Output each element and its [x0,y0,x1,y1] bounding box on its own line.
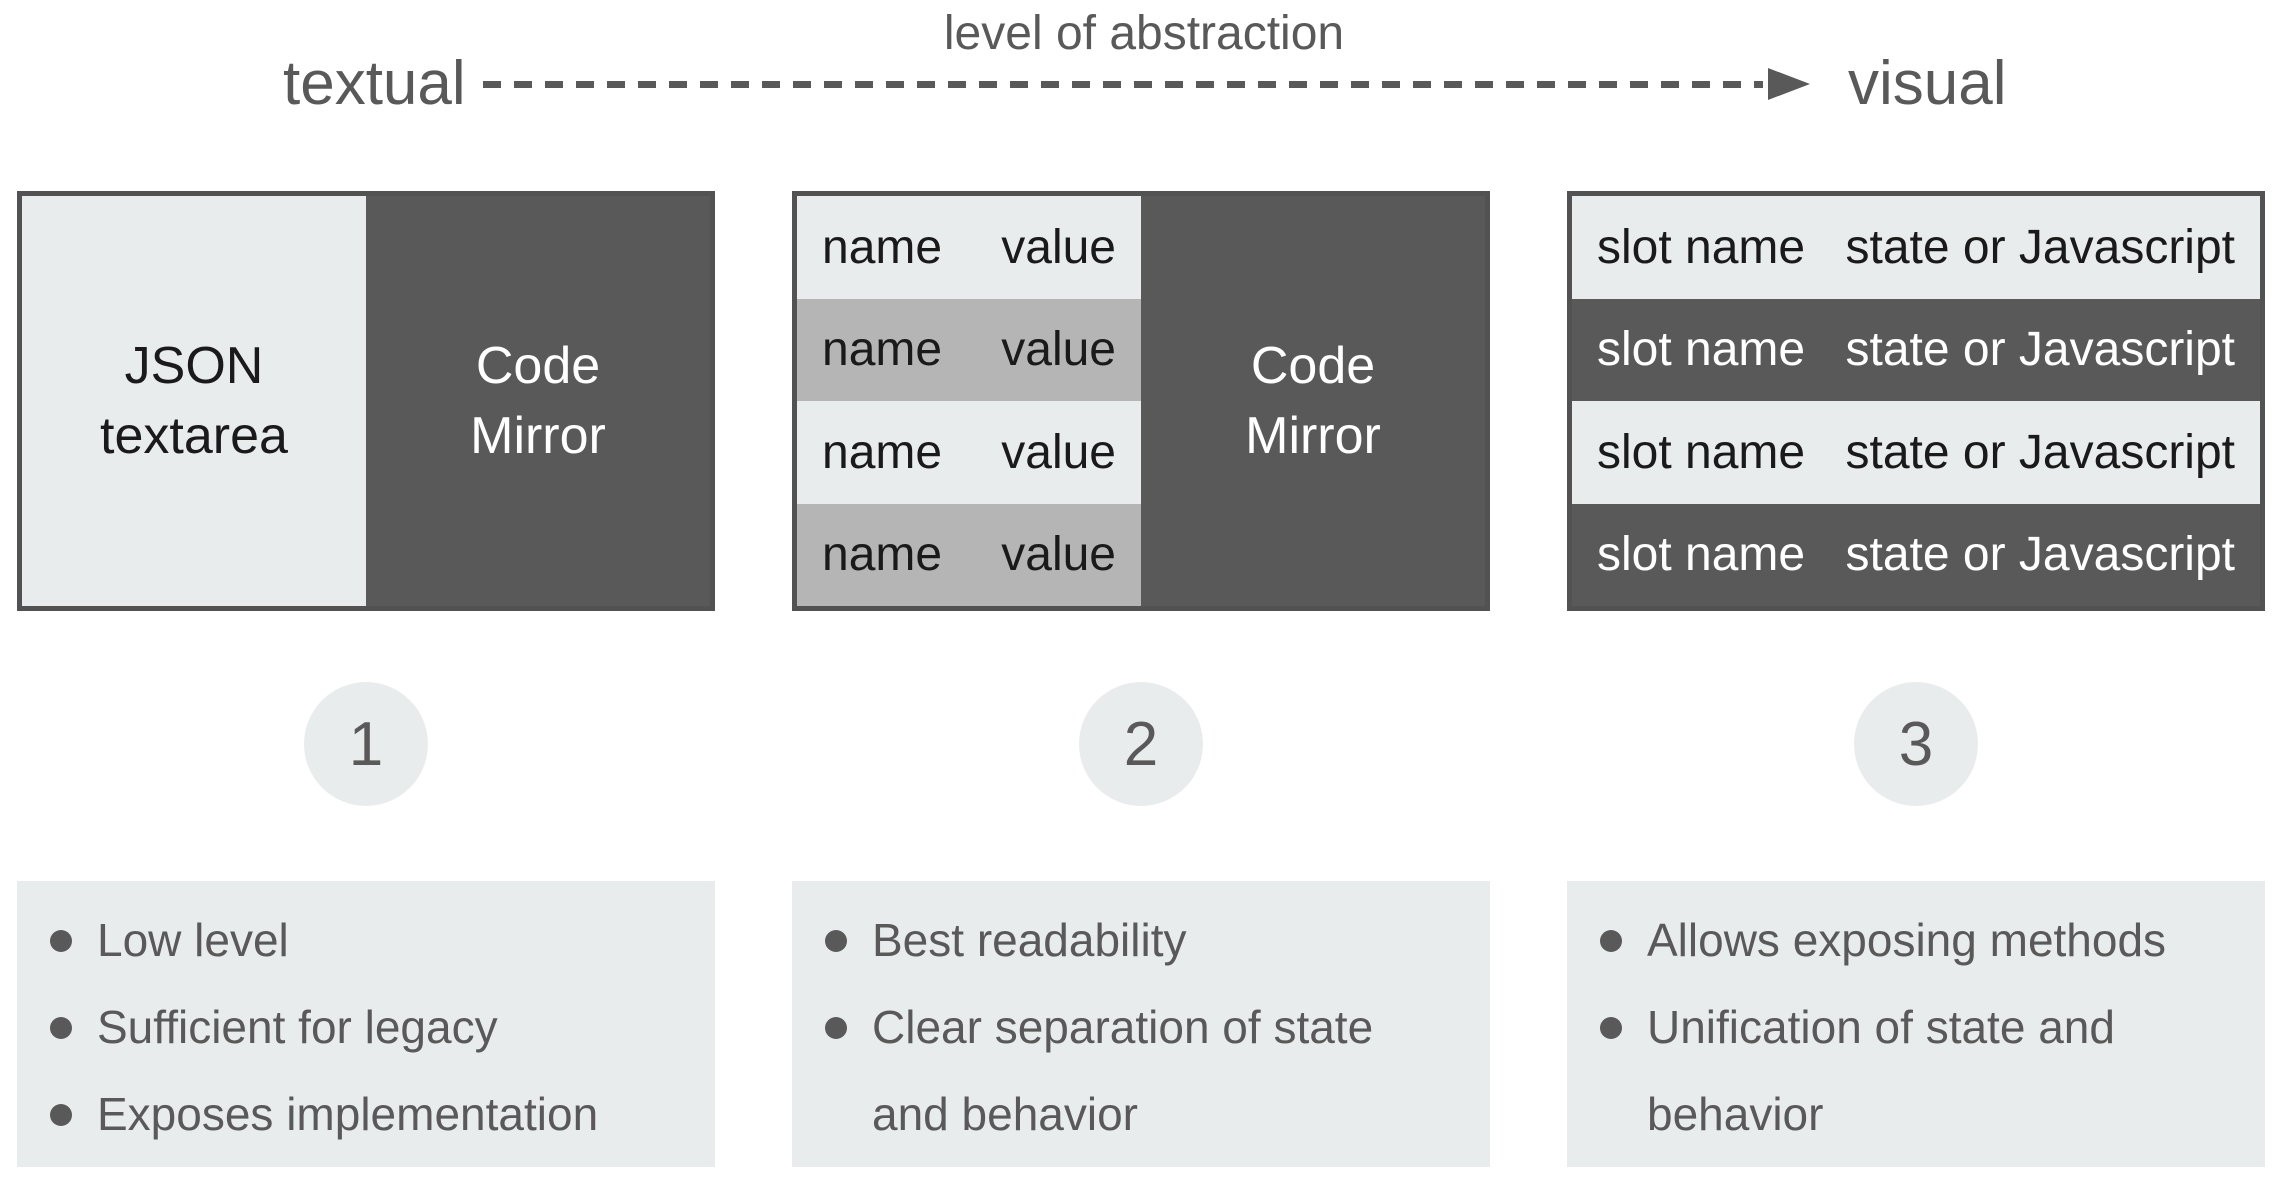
bullet-item: Allows exposing methods [1600,897,2245,984]
name-value-rows: name value name value name value name va… [797,196,1141,606]
bullet-item: Sufficient for legacy [50,984,695,1071]
row-value: value [1001,323,1116,377]
row-name: name [822,528,943,582]
bullet-list: Allows exposing methods Unification of s… [1600,897,2245,1158]
card-name-value-notes: Best readability Clear separation of sta… [792,881,1490,1167]
step-slot: 3 [1567,682,2265,806]
boxes-row: JSON textarea Code Mirror name value nam… [17,191,2271,611]
bullet-line: Allows exposing methods [1647,914,2167,966]
arrowhead-icon [1768,68,1810,100]
slot-name: slot name [1597,220,1806,274]
bullet-item: Unification of state and behavior [1600,984,2245,1158]
slot-name: slot name [1597,323,1806,377]
json-textarea-cell: JSON textarea [22,196,366,606]
table-row: name value [797,503,1141,606]
slot-value: state or Javascript [1845,323,2235,377]
code-mirror-cell: Code Mirror [1141,196,1485,606]
bullet-line: Best readability [872,914,1187,966]
steps-row: 1 2 3 [17,682,2271,806]
code-mirror-cell: Code Mirror [366,196,710,606]
bullet-line: Sufficient for legacy [97,1001,498,1053]
bullet-list: Best readability Clear separation of sta… [825,897,1470,1158]
row-name: name [822,425,943,479]
code-mirror-label-line: Mirror [1245,407,1381,465]
cards-row: Low level Sufficient for legacy Exposes … [17,881,2271,1167]
card-json-textarea-notes: Low level Sufficient for legacy Exposes … [17,881,715,1167]
bullet-list: Low level Sufficient for legacy Exposes … [50,897,695,1158]
bullet-line: Exposes implementation [97,1088,599,1140]
step-badge-2: 2 [1079,682,1203,806]
box-name-value-table: name value name value name value name va… [792,191,1490,611]
table-row: name value [797,298,1141,401]
slot-name: slot name [1597,528,1806,582]
bullet-line: behavior [1647,1088,1824,1140]
code-mirror-label-line: Code [475,337,601,395]
table-row: name value [797,401,1141,504]
json-textarea-label-line: JSON [124,337,264,395]
table-row: slot name state or Javascript [1572,298,2260,401]
json-textarea-label-line: textarea [100,407,288,465]
axis-left-label: textual [283,49,466,118]
table-row: slot name state or Javascript [1572,503,2260,606]
step-badge-1: 1 [304,682,428,806]
bullet-line: and behavior [872,1088,1138,1140]
box-json-textarea: JSON textarea Code Mirror [17,191,715,611]
row-value: value [1001,220,1116,274]
bullet-line: Low level [97,914,289,966]
step-slot: 1 [17,682,715,806]
row-name: name [822,220,943,274]
row-value: value [1001,425,1116,479]
table-row: name value [797,196,1141,299]
slot-name: slot name [1597,425,1806,479]
bullet-line: Unification of state and [1647,1001,2115,1053]
table-row: slot name state or Javascript [1572,401,2260,504]
bullet-item: Exposes implementation [50,1071,695,1158]
code-mirror-label-line: Code [1250,337,1376,395]
dashed-arrow-line [483,81,1763,88]
row-value: value [1001,528,1116,582]
bullet-item: Best readability [825,897,1470,984]
row-name: name [822,323,943,377]
axis-right-label: visual [1848,49,2007,118]
bullet-item: Low level [50,897,695,984]
slot-value: state or Javascript [1845,220,2235,274]
code-mirror-label-line: Mirror [470,407,606,465]
slot-value: state or Javascript [1845,528,2235,582]
axis-title: level of abstraction [943,7,1345,60]
table-row: slot name state or Javascript [1572,196,2260,299]
box-slot-table: slot name state or Javascript slot name … [1567,191,2265,611]
step-badge-3: 3 [1854,682,1978,806]
bullet-item: Clear separation of state and behavior [825,984,1470,1158]
slot-value: state or Javascript [1845,425,2235,479]
step-slot: 2 [792,682,1490,806]
slot-rows: slot name state or Javascript slot name … [1572,196,2260,606]
card-slot-notes: Allows exposing methods Unification of s… [1567,881,2265,1167]
bullet-line: Clear separation of state [872,1001,1374,1053]
